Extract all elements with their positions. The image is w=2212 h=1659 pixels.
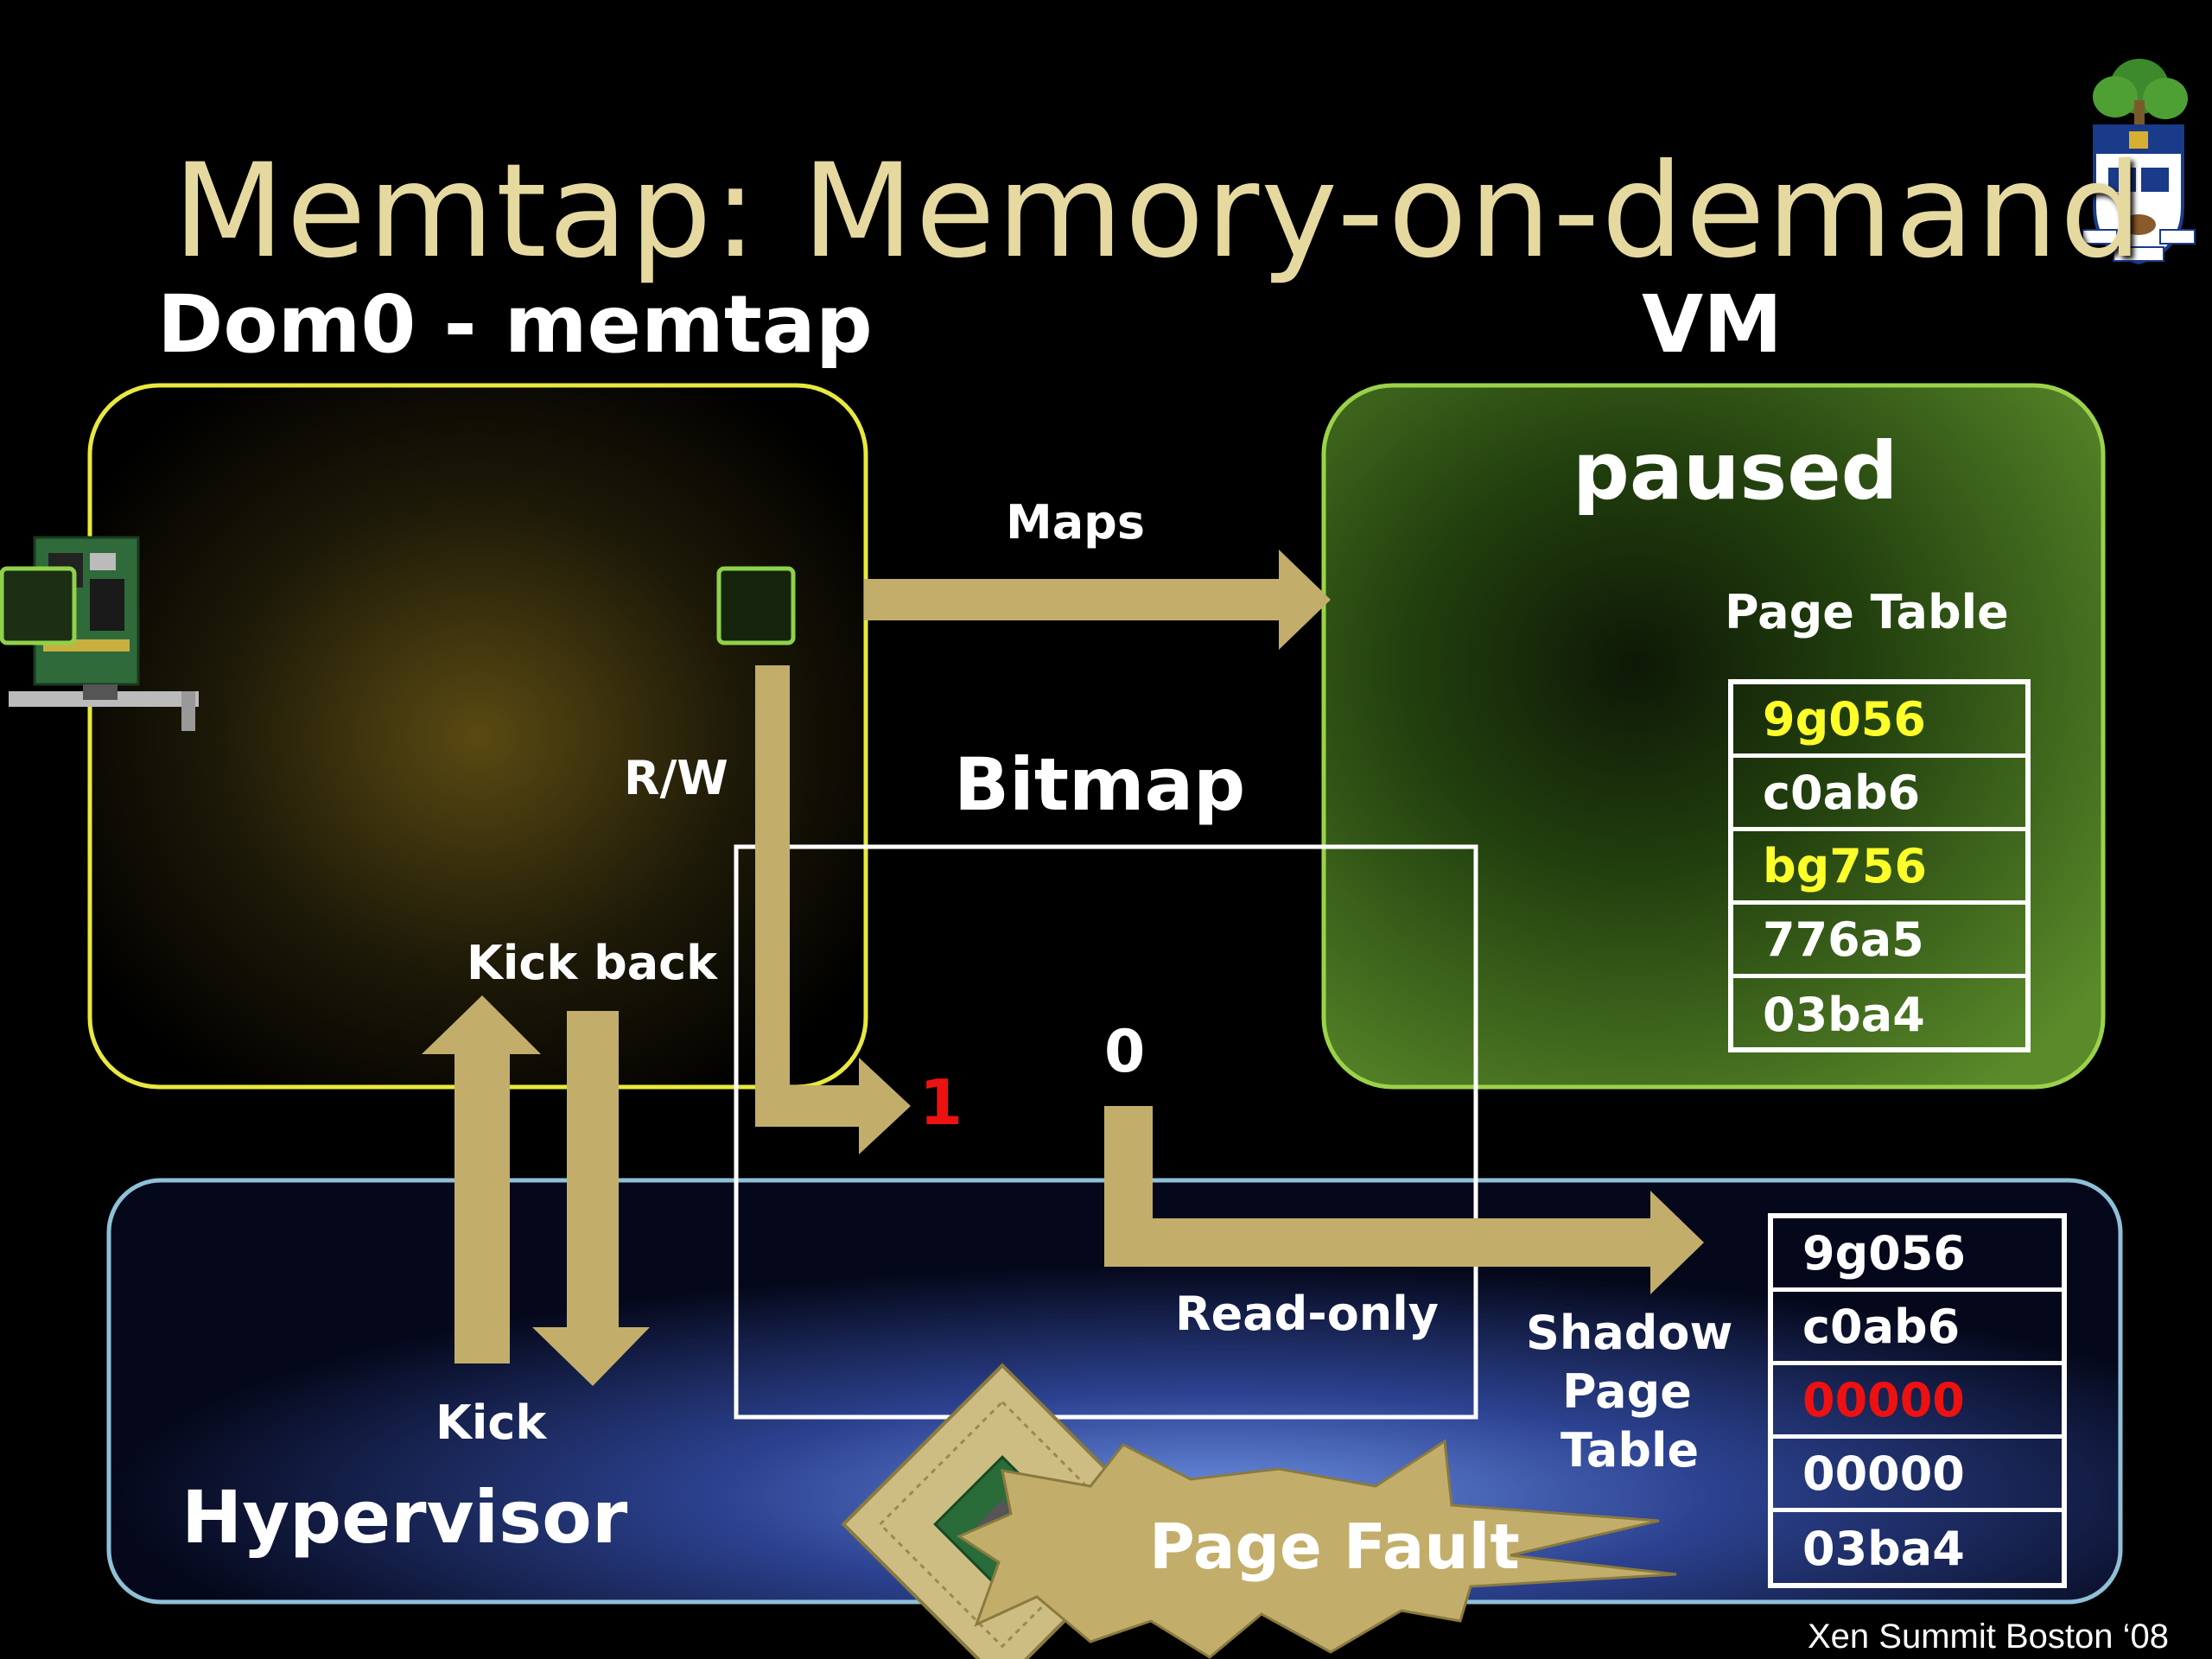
kick-back-arrow (422, 995, 541, 1363)
page-table-entry: 03ba4 (1763, 988, 1925, 1042)
shadow-table-entry: 00000 (1802, 1446, 1965, 1501)
shadow-table-entry: 03ba4 (1802, 1522, 1965, 1576)
slide-title: Memtap: Memory-on-demand (173, 137, 2145, 287)
nic-memory-square (0, 566, 77, 645)
read-only-label: Read-only (1175, 1287, 1439, 1341)
page-table-label: Page Table (1725, 585, 2009, 639)
page-table-row: 03ba4 (1733, 978, 2025, 1052)
page-table: 9g056 c0ab6 bg756 776a5 03ba4 (1728, 679, 2031, 1052)
page-fault-label: Page Fault (1149, 1510, 1520, 1583)
page-table-row: c0ab6 (1733, 758, 2025, 831)
page-table-row: bg756 (1733, 831, 2025, 905)
shadow-label-line2: Page (1562, 1364, 1692, 1419)
shadow-table-row: c0ab6 (1773, 1292, 2062, 1365)
page-table-entry: bg756 (1763, 838, 1928, 893)
university-crest-icon (2082, 59, 2196, 265)
page-table-row: 9g056 (1733, 684, 2025, 758)
shadow-table-row: 9g056 (1773, 1218, 2062, 1292)
rw-arrow (755, 665, 911, 1154)
maps-label: Maps (1006, 495, 1145, 550)
kick-back-label: Kick back (467, 936, 718, 990)
shadow-table-row: 00000 (1773, 1439, 2062, 1512)
vm-state: paused (1573, 425, 1898, 518)
read-only-arrow (1104, 1106, 1704, 1294)
kick-arrow (532, 1011, 650, 1386)
maps-arrow (864, 550, 1331, 650)
dom0-heading: Dom0 - memtap (157, 278, 873, 371)
hypervisor-label: Hypervisor (181, 1475, 628, 1560)
shadow-label-line3: Table (1560, 1423, 1700, 1478)
bitmap-label: Bitmap (954, 742, 1246, 827)
page-fault-burst (956, 1439, 1677, 1659)
vm-heading: VM (1642, 278, 1783, 371)
shadow-label-line1: Shadow (1526, 1306, 1733, 1360)
page-table-entry: 9g056 (1763, 691, 1926, 747)
shadow-page-table: 9g056 c0ab6 00000 00000 03ba4 (1768, 1213, 2067, 1588)
page-table-entry: c0ab6 (1763, 765, 1921, 820)
shadow-table-entry: 00000 (1802, 1372, 1965, 1427)
bit-one: 1 (919, 1066, 963, 1139)
shadow-table-row: 03ba4 (1773, 1512, 2062, 1586)
page-table-entry: 776a5 (1763, 912, 1924, 967)
shadow-table-entry: 9g056 (1802, 1225, 1966, 1281)
rw-label: R/W (624, 751, 728, 805)
shadow-table-row: 00000 (1773, 1365, 2062, 1439)
kick-label: Kick (435, 1395, 547, 1450)
shadow-table-entry: c0ab6 (1802, 1299, 1961, 1354)
bit-zero: 0 (1104, 1018, 1146, 1086)
mapped-memory-square (716, 566, 796, 645)
page-table-row: 776a5 (1733, 905, 2025, 978)
vm-box (1321, 383, 2106, 1090)
bitmap-box (734, 844, 1478, 1420)
footer: Xen Summit Boston ‘08 (1808, 1618, 2169, 1656)
